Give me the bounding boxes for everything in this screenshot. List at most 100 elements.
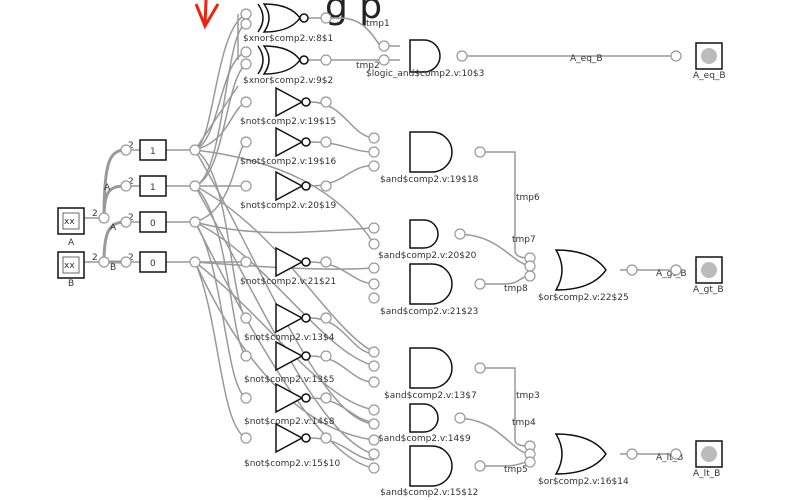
not-gate[interactable] bbox=[275, 340, 311, 372]
wire-label-tmp8: tmp8 bbox=[504, 284, 528, 294]
and-gate[interactable] bbox=[409, 131, 453, 173]
and-gate[interactable] bbox=[409, 263, 453, 305]
and-gate[interactable] bbox=[409, 445, 453, 487]
or-gate[interactable] bbox=[554, 433, 607, 475]
constant-value: 0 bbox=[150, 219, 156, 229]
port-circle bbox=[240, 58, 252, 70]
logic-and-label: $logic_and$comp2.v:10$3 bbox=[366, 69, 484, 79]
port-circle bbox=[368, 346, 380, 358]
not-gate[interactable] bbox=[275, 422, 311, 454]
wire-layer bbox=[84, 13, 676, 469]
not-gate-label: $not$comp2.v:19$16 bbox=[240, 157, 336, 167]
not-gate[interactable] bbox=[275, 170, 311, 202]
port-circle bbox=[474, 362, 486, 374]
port-circle bbox=[189, 144, 201, 156]
port-circle bbox=[368, 434, 380, 446]
bus-width-label: 2 bbox=[128, 253, 134, 263]
xnor-gate-2[interactable] bbox=[257, 45, 309, 75]
and-gate[interactable] bbox=[409, 347, 453, 389]
constant-value: 1 bbox=[150, 183, 156, 193]
output-label: A_lt_B bbox=[693, 469, 720, 479]
input-a[interactable] bbox=[57, 207, 85, 235]
bus-width-label: 2 bbox=[128, 141, 134, 151]
not-gate-label: $not$comp2.v:19$15 bbox=[240, 117, 336, 127]
input-b[interactable] bbox=[57, 251, 85, 279]
port-circle bbox=[626, 448, 638, 460]
not-gate-label: $not$comp2.v:13$5 bbox=[244, 375, 334, 385]
port-circle bbox=[120, 144, 132, 156]
port-circle bbox=[670, 50, 682, 62]
wire-label-tmp1: tmp1 bbox=[366, 19, 390, 29]
port-circle bbox=[189, 180, 201, 192]
port-circle bbox=[454, 412, 466, 424]
port-circle bbox=[240, 180, 252, 192]
wire-label-a: A bbox=[104, 183, 111, 193]
not-gate[interactable] bbox=[275, 302, 311, 334]
port-circle bbox=[320, 96, 332, 108]
and-gate-label: $and$comp2.v:20$20 bbox=[378, 251, 477, 261]
input-b-glyph: xx bbox=[64, 261, 75, 271]
port-circle bbox=[524, 270, 536, 282]
not-gate-label: $not$comp2.v:14$8 bbox=[244, 417, 335, 427]
port-circle bbox=[240, 96, 252, 108]
bus-width-label: 2 bbox=[128, 177, 134, 187]
port-circle bbox=[120, 216, 132, 228]
port-circle bbox=[320, 350, 332, 362]
port-circle bbox=[320, 180, 332, 192]
port-circle bbox=[474, 460, 486, 472]
port-circle bbox=[320, 312, 332, 324]
and-gate[interactable] bbox=[409, 219, 439, 249]
input-a-glyph: xx bbox=[64, 217, 75, 227]
port-circle bbox=[456, 50, 468, 62]
or-gate-label: $or$comp2.v:16$14 bbox=[538, 477, 629, 487]
xnor-gate-label: $xnor$comp2.v:8$1 bbox=[243, 34, 333, 44]
port-circle bbox=[320, 12, 332, 24]
port-circle bbox=[474, 146, 486, 158]
port-circle bbox=[240, 8, 252, 20]
constant-value: 0 bbox=[150, 259, 156, 269]
port-circle bbox=[120, 256, 132, 268]
port-circle bbox=[189, 216, 201, 228]
port-circle bbox=[320, 392, 332, 404]
input-a-label: A bbox=[68, 238, 75, 248]
port-circle bbox=[670, 264, 682, 276]
port-circle bbox=[626, 264, 638, 276]
not-gate[interactable] bbox=[275, 86, 311, 118]
bus-width-label: 2 bbox=[128, 213, 134, 223]
port-circle bbox=[368, 404, 380, 416]
not-gate[interactable] bbox=[275, 382, 311, 414]
port-circle bbox=[368, 262, 380, 274]
not-gate[interactable] bbox=[275, 126, 311, 158]
port-circle bbox=[474, 278, 486, 290]
or-gate[interactable] bbox=[554, 249, 607, 291]
port-circle bbox=[368, 292, 380, 304]
wire-label-tmp5: tmp5 bbox=[504, 465, 528, 475]
port-circle bbox=[368, 376, 380, 388]
and-gate-label: $and$comp2.v:14$9 bbox=[378, 434, 471, 444]
input-b-label: B bbox=[68, 279, 74, 289]
xnor-gate-1[interactable] bbox=[257, 3, 309, 33]
port-circle bbox=[320, 54, 332, 66]
not-gate[interactable] bbox=[275, 246, 311, 278]
port-circle bbox=[98, 256, 110, 268]
port-circle bbox=[368, 360, 380, 372]
and-gate[interactable] bbox=[409, 403, 439, 433]
wire-label-b: B bbox=[110, 263, 116, 273]
port-circle bbox=[368, 238, 380, 250]
port-circle bbox=[368, 132, 380, 144]
page-title-fragment: g p bbox=[325, 0, 383, 27]
output-a-lt-b[interactable] bbox=[695, 440, 723, 468]
port-circle bbox=[120, 180, 132, 192]
logic-and-gate[interactable] bbox=[409, 39, 441, 73]
output-a-eq-b[interactable] bbox=[695, 42, 723, 70]
port-circle bbox=[240, 312, 252, 324]
port-circle bbox=[189, 256, 201, 268]
output-a-gt-b[interactable] bbox=[695, 256, 723, 284]
port-circle bbox=[378, 54, 390, 66]
port-circle bbox=[368, 278, 380, 290]
port-circle bbox=[240, 392, 252, 404]
port-circle bbox=[240, 18, 252, 30]
and-gate-label: $and$comp2.v:19$18 bbox=[380, 175, 479, 185]
port-circle bbox=[320, 136, 332, 148]
